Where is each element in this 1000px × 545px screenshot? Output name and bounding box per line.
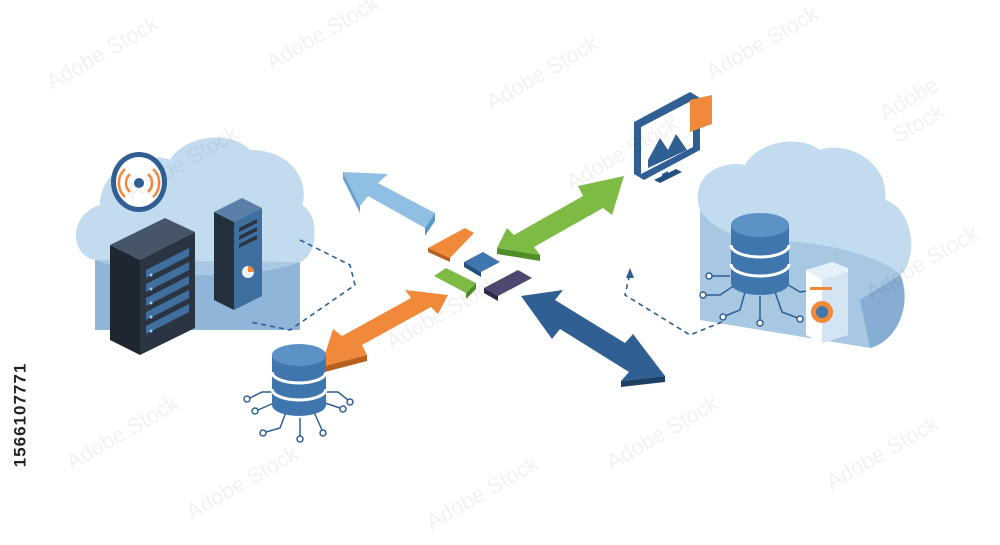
stock-id-text: 1566107771 xyxy=(10,362,30,468)
server-tower-icon xyxy=(214,198,262,310)
bottom-database-icon xyxy=(243,344,354,443)
wireless-signal-icon xyxy=(111,152,167,212)
stock-image-id: 1566107771 xyxy=(6,300,34,530)
green-double-arrow-icon xyxy=(497,176,624,261)
dashed-connector-right xyxy=(624,272,723,336)
dashed-arrowhead-right xyxy=(626,268,634,278)
light-blue-arrow-icon xyxy=(343,172,435,236)
monitor-chart-icon xyxy=(634,92,712,183)
right-cloud-icon xyxy=(697,141,912,348)
navy-double-arrow-icon xyxy=(521,290,665,387)
dashed-connector-left xyxy=(249,239,356,331)
document-icon xyxy=(806,262,848,343)
hub-icon xyxy=(428,228,532,301)
server-rack-icon xyxy=(110,218,195,355)
database-icon xyxy=(699,213,821,327)
orange-double-arrow-icon xyxy=(321,290,448,373)
